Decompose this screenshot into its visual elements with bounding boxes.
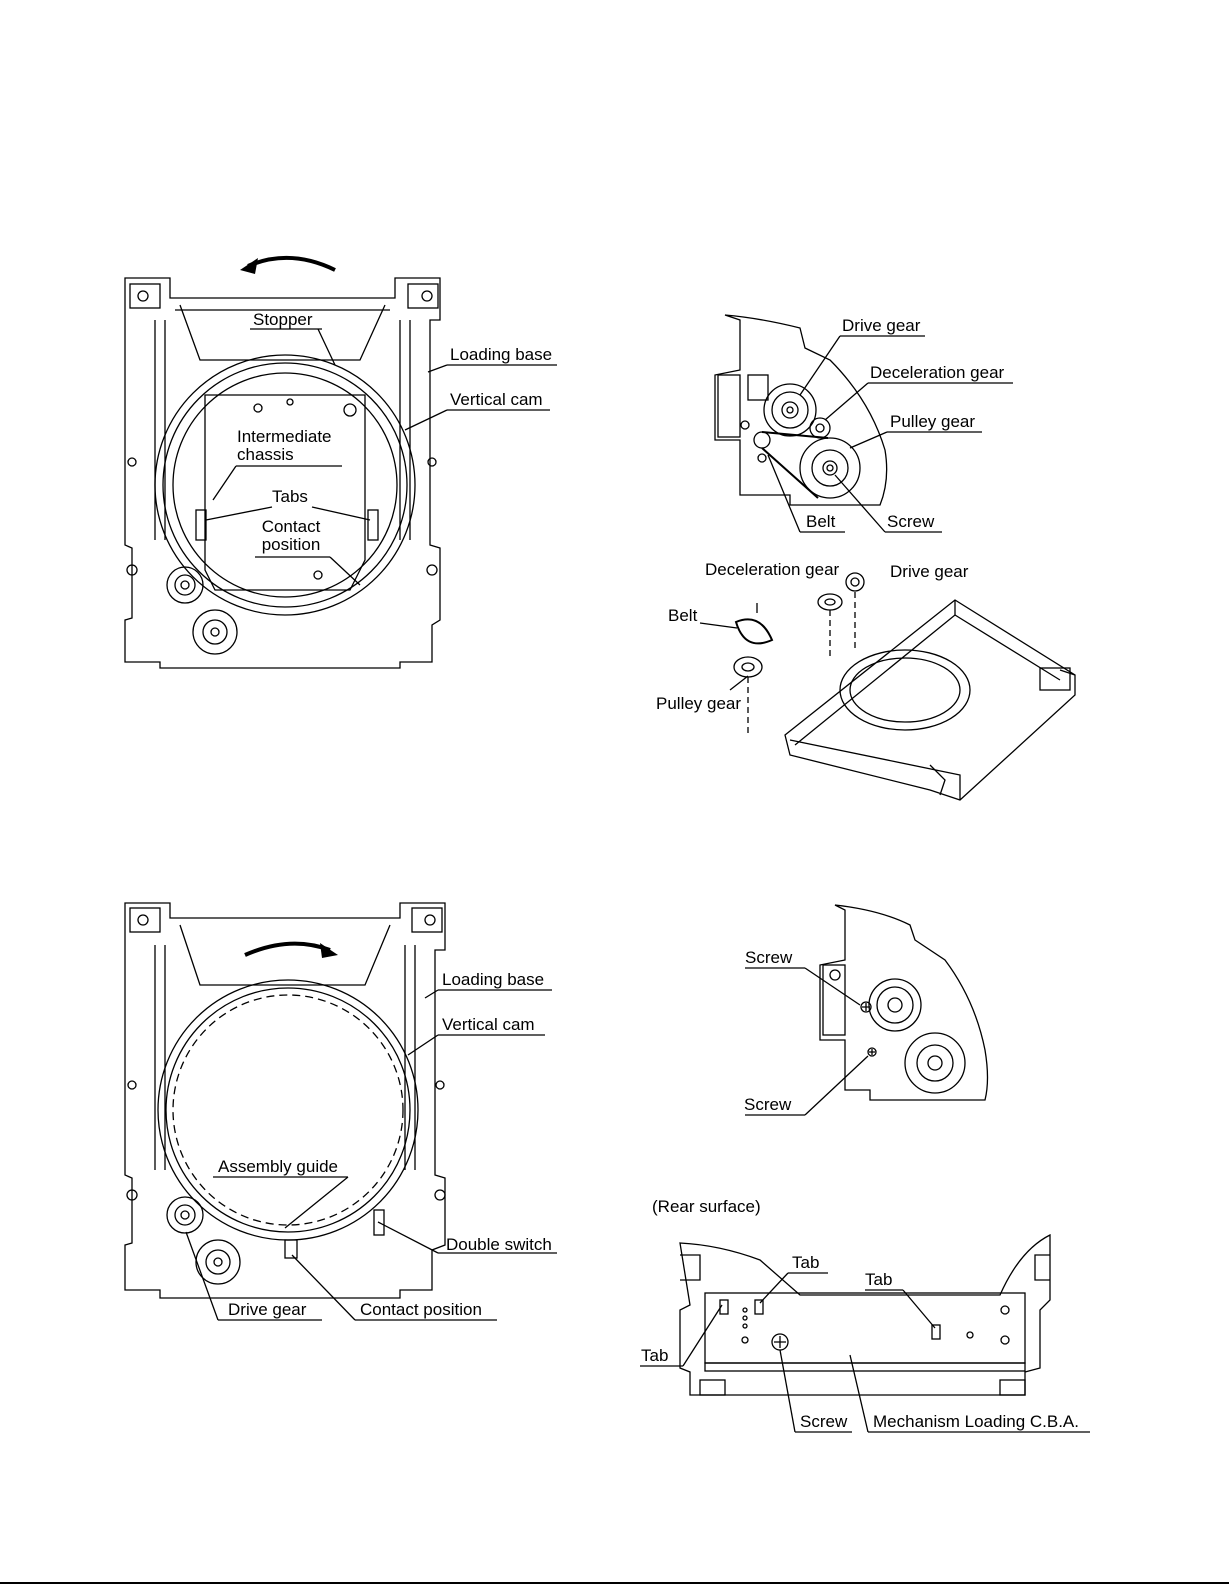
rotation-arrow-head-cw <box>320 943 338 958</box>
label-deceleration-gear-mr: Deceleration gear <box>705 560 840 579</box>
label-drive-gear-tr: Drive gear <box>842 316 921 335</box>
rotation-arrow-ccw <box>247 256 336 272</box>
label-assembly-guide: Assembly guide <box>218 1157 339 1176</box>
screw-upper-head <box>860 1001 872 1013</box>
label-mechanism-loading-cba: Mechanism Loading C.B.A. <box>873 1412 1079 1431</box>
label-tab-right: Tab <box>865 1270 893 1289</box>
pulley-screws <box>904 1032 966 1094</box>
label-intermediate-chassis: Intermediate chassis <box>237 427 332 464</box>
mechanism-frame <box>784 599 1076 801</box>
deceleration-gear-exploded <box>817 593 843 611</box>
label-tab-mid: Tab <box>792 1253 820 1272</box>
exploded-view-diagram <box>699 572 1076 801</box>
label-contact-position-bl: Contact position <box>360 1300 482 1319</box>
belt-exploded <box>734 618 774 645</box>
label-loading-base: Loading base <box>450 345 553 364</box>
loading-base-diagram-bottom <box>124 902 557 1321</box>
page-bottom-rule <box>0 1582 1229 1584</box>
tab-right <box>367 509 379 541</box>
label-tab-left: Tab <box>641 1346 669 1365</box>
label-screw-lower: Screw <box>744 1095 792 1114</box>
label-double-switch: Double switch <box>446 1235 552 1254</box>
label-vertical-cam-bl: Vertical cam <box>442 1015 535 1034</box>
rotation-arrow-cw <box>244 941 331 957</box>
label-drive-gear-bl: Drive gear <box>228 1300 307 1319</box>
pulley-bottom-left <box>195 1239 241 1285</box>
chassis-outline-top-right <box>714 314 888 506</box>
label-belt-tr: Belt <box>806 512 836 531</box>
label-deceleration-gear-tr: Deceleration gear <box>870 363 1005 382</box>
deceleration-gear-top-right <box>809 417 831 439</box>
drive-gear-exploded <box>845 572 865 592</box>
drive-gear-top-right <box>763 383 817 437</box>
label-contact-position: Contact position <box>261 517 321 554</box>
loading-base-diagram-top <box>124 256 557 669</box>
mechanism-loading-cba-board <box>704 1292 1026 1364</box>
label-tabs: Tabs <box>272 487 308 506</box>
pulley-top-left <box>192 609 238 655</box>
drive-gear-screws <box>868 978 922 1032</box>
intermediate-chassis <box>204 394 366 591</box>
label-loading-base-bl: Loading base <box>442 970 545 989</box>
label-pulley-gear-tr: Pulley gear <box>890 412 976 431</box>
pulley-gear-top-right <box>799 437 861 499</box>
screw-lower-head <box>867 1047 877 1057</box>
label-pulley-gear-mr: Pulley gear <box>656 694 742 713</box>
chassis-outline-screws <box>819 904 989 1101</box>
drive-gear-bottom-left <box>166 1196 204 1234</box>
gear-train-diagram-top <box>714 314 1013 533</box>
screw-location-diagram <box>745 904 989 1116</box>
belt-top-right <box>761 431 829 499</box>
label-belt-mr: Belt <box>668 606 698 625</box>
rear-surface-caption: (Rear surface) <box>652 1197 761 1216</box>
pulley-gear-exploded <box>733 656 763 678</box>
gear-top-left <box>166 566 204 604</box>
label-screw-upper: Screw <box>745 948 793 967</box>
loading-base-outline <box>124 277 441 669</box>
rear-surface-diagram <box>640 1233 1090 1433</box>
label-drive-gear-mr: Drive gear <box>890 562 969 581</box>
vertical-cam-ring-outer <box>154 354 416 616</box>
label-stopper: Stopper <box>253 310 313 329</box>
label-screw-tr: Screw <box>887 512 935 531</box>
label-vertical-cam: Vertical cam <box>450 390 543 409</box>
tab-left <box>195 509 207 541</box>
rotation-arrow-head <box>240 258 258 274</box>
label-screw-rear: Screw <box>800 1412 848 1431</box>
